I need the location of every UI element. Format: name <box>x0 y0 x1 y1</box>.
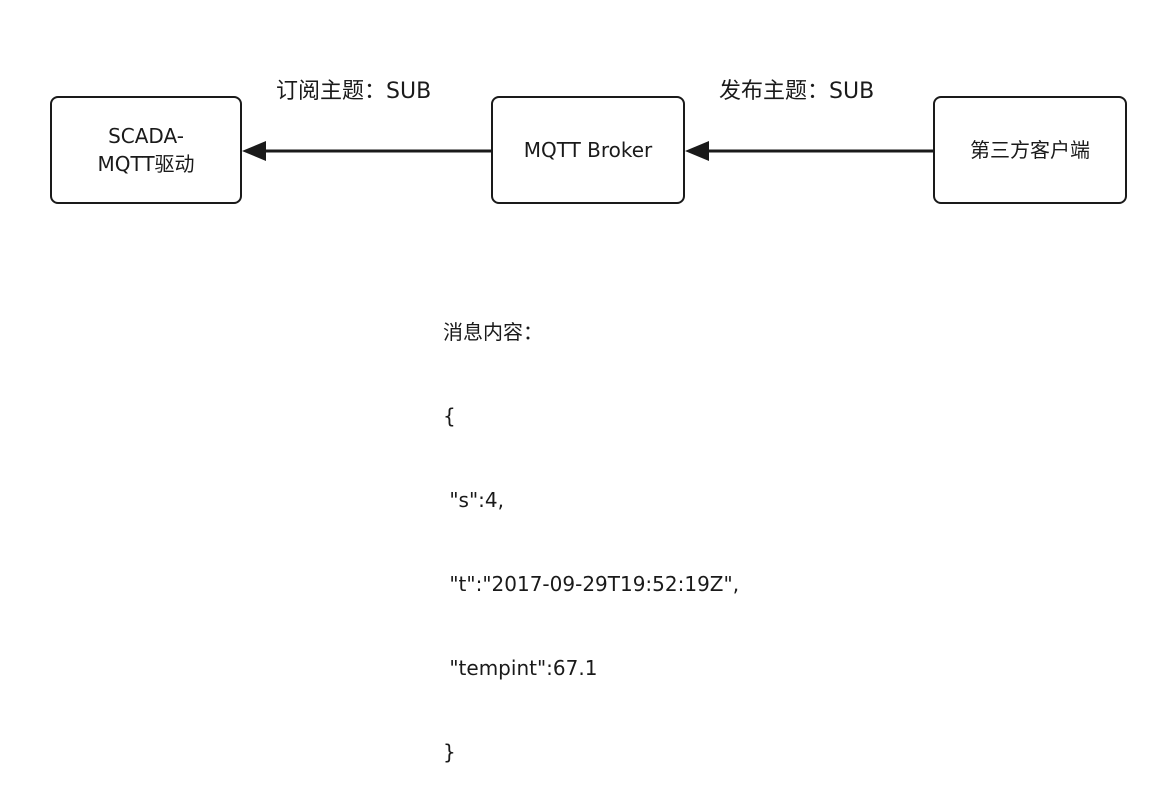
node-broker-label: MQTT Broker <box>523 138 653 162</box>
edge-label-subscribe: 订阅主题：SUB <box>276 79 432 104</box>
message-content: 消息内容： { "s":4, "t":"2017-09-29T19:52:19Z… <box>443 262 739 794</box>
arrowhead-scada <box>242 141 266 161</box>
arrowhead-broker <box>685 141 709 161</box>
message-line: "tempint":67.1 <box>443 656 598 680</box>
message-title: 消息内容： <box>443 320 543 344</box>
message-line: "t":"2017-09-29T19:52:19Z", <box>443 572 740 596</box>
edge-client-to-broker <box>685 141 933 161</box>
node-scada-mqtt-driver: SCADA- MQTT驱动 <box>50 96 242 204</box>
message-line: { <box>443 404 456 428</box>
node-scada-label: SCADA- MQTT驱动 <box>97 124 195 176</box>
edge-broker-to-scada <box>242 141 491 161</box>
message-line: } <box>443 740 456 764</box>
node-mqtt-broker: MQTT Broker <box>491 96 685 204</box>
node-third-party-client: 第三方客户端 <box>933 96 1127 204</box>
node-client-label: 第三方客户端 <box>970 138 1090 162</box>
message-line: "s":4, <box>443 488 504 512</box>
edge-label-publish: 发布主题：SUB <box>719 79 875 104</box>
